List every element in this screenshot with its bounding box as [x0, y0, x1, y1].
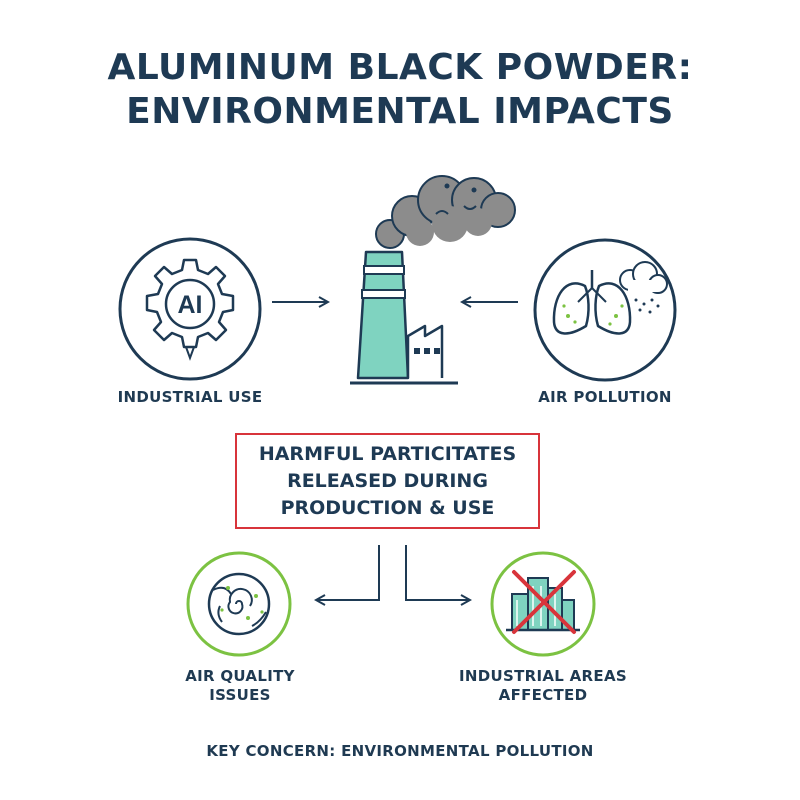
ai-badge-text: AI — [178, 291, 203, 319]
industrial-areas-label: INDUSTRIAL AREAS AFFECTED — [433, 667, 653, 705]
crossed-buildings-icon — [490, 551, 596, 657]
air-quality-label: AIR QUALITY ISSUES — [140, 667, 340, 705]
arrow-to-industrial-areas — [405, 545, 470, 600]
callout-line-3: PRODUCTION & USE — [280, 496, 495, 519]
arrow-to-air-quality — [316, 545, 380, 600]
title-line-1: ALUMINUM BLACK POWDER: — [107, 47, 693, 88]
air-quality-label-line-2: ISSUES — [209, 686, 271, 704]
harmful-particulates-callout: HARMFUL PARTICITATES RELEASED DURING PRO… — [235, 433, 540, 529]
callout-line-1: HARMFUL PARTICITATES — [258, 442, 517, 465]
title-line-2: ENVIRONMENTAL IMPACTS — [126, 91, 674, 132]
industrial-areas-label-line-1: INDUSTRIAL AREAS — [459, 667, 627, 685]
air-quality-label-line-1: AIR QUALITY — [185, 667, 295, 685]
callout-line-2: RELEASED DURING — [287, 469, 488, 492]
swirling-air-icon — [186, 551, 292, 657]
key-concern-footer: KEY CONCERN: ENVIRONMENTAL POLLUTION — [206, 742, 594, 760]
industrial-areas-label-line-2: AFFECTED — [498, 686, 588, 704]
industrial-use-label: INDUSTRIAL USE — [117, 388, 263, 406]
smog-cloud — [619, 261, 668, 314]
page-title: ALUMINUM BLACK POWDER: ENVIRONMENTAL IMP… — [0, 46, 800, 134]
ai-gear-icon: AI — [118, 237, 262, 381]
air-pollution-label: AIR POLLUTION — [538, 388, 672, 406]
factory-smokestack-icon — [350, 175, 516, 385]
lungs-smog-icon — [533, 238, 677, 382]
smoke-cloud — [375, 175, 516, 249]
